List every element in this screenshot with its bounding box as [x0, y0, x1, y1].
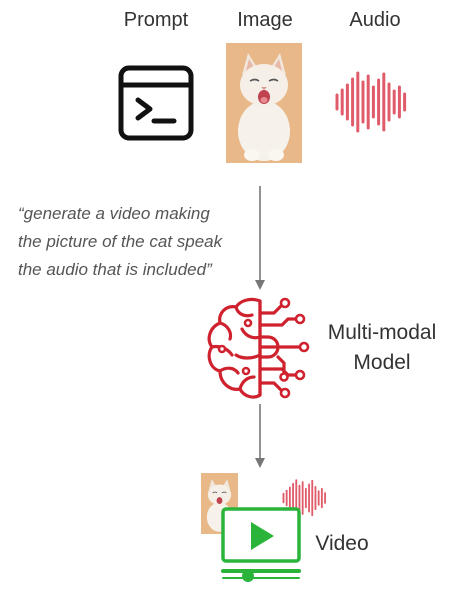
play-icon: [251, 522, 274, 550]
model-label-line1: Multi-modal: [327, 321, 437, 344]
output-kitten-thumbnail: [201, 473, 238, 534]
video-label: Video: [315, 532, 369, 555]
kitten-photo: [226, 43, 302, 163]
ai-brain-circuit-icon: [202, 293, 314, 403]
video-player-icon: [220, 506, 304, 586]
prompt-text-line: the audio that is included”: [18, 260, 212, 279]
arrow-to-output: [254, 404, 266, 470]
prompt-text-line: “generate a video making: [18, 204, 210, 223]
prompt-text-line: the picture of the cat speak: [18, 232, 223, 251]
prompt-label: Prompt: [123, 9, 189, 31]
audio-label: Audio: [349, 9, 401, 31]
sound-wave-icon: [333, 71, 411, 133]
prompt-text: “generate a video making the picture of …: [18, 200, 258, 284]
terminal-window-icon: [118, 65, 194, 141]
model-label-line2: Model: [353, 351, 411, 374]
model-label: Multi-modal Model: [318, 318, 446, 378]
output-sound-wave-icon: [281, 478, 329, 518]
image-label: Image: [237, 9, 293, 31]
arrow-to-model: [254, 186, 266, 291]
